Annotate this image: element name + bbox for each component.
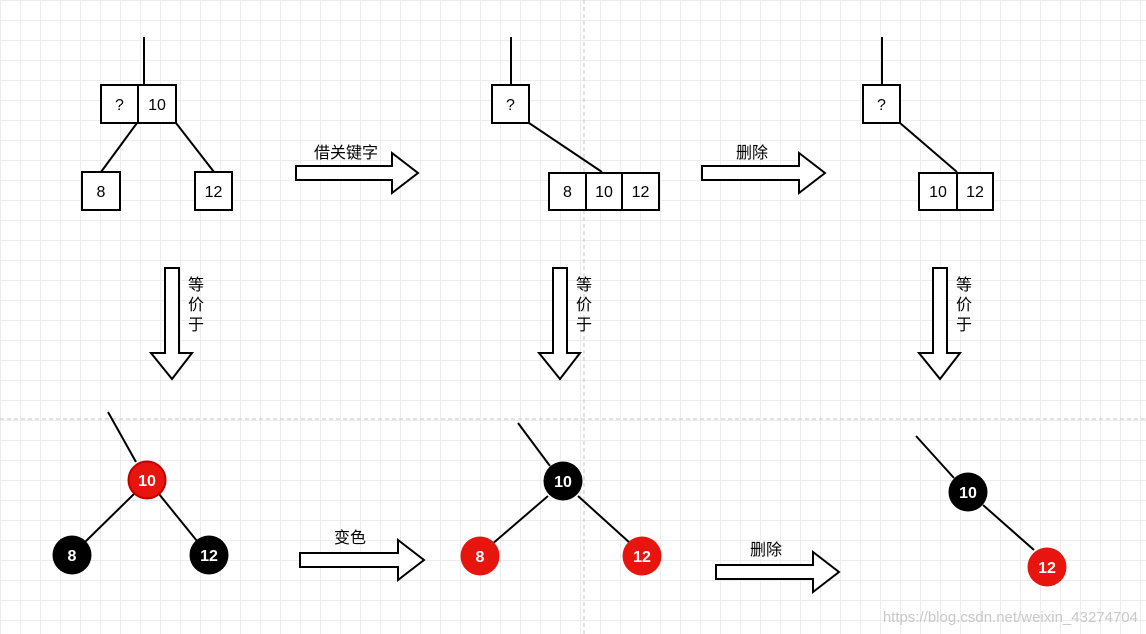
equiv-arrow-3: 等 价 于 xyxy=(916,267,972,381)
child-box-left xyxy=(81,171,121,211)
edge-child xyxy=(528,122,603,173)
child-right-text: 12 xyxy=(205,184,223,201)
right-node-red xyxy=(1027,547,1067,587)
arrow-label: 借关键字 xyxy=(314,143,378,162)
equiv-char-3: 于 xyxy=(576,315,592,334)
parent-edge xyxy=(107,411,137,463)
left-node-red xyxy=(460,536,500,576)
edge-right xyxy=(982,504,1035,551)
right-node-text: 12 xyxy=(633,549,651,566)
watermark-text: https://blog.csdn.net/weixin_43274704 xyxy=(883,609,1138,626)
right-node-red xyxy=(622,536,662,576)
key-left-text: ? xyxy=(115,97,124,114)
right-node-text: 12 xyxy=(200,548,218,565)
parent-edge xyxy=(915,435,955,479)
arrow-down-icon xyxy=(916,267,963,381)
arrow-label: 删除 xyxy=(750,540,782,559)
equiv-char-1: 等 xyxy=(188,275,204,294)
key-box xyxy=(491,84,530,124)
bottom-arrow-2: 删除 xyxy=(715,540,841,595)
key-box-right xyxy=(137,84,177,124)
root-node-black xyxy=(543,461,583,501)
key-box xyxy=(862,84,901,124)
left-node-text: 8 xyxy=(476,549,485,566)
equiv-arrow-1: 等 价 于 xyxy=(148,267,204,381)
root-node-black xyxy=(948,472,988,512)
bottom-tree-1: 10 8 12 xyxy=(52,411,229,575)
edge-right xyxy=(175,122,215,173)
arrow-label: 删除 xyxy=(736,143,768,162)
arrow-right-icon xyxy=(299,537,426,583)
bottom-arrow-1: 变色 xyxy=(299,528,426,583)
child-text-2: 10 xyxy=(595,184,613,201)
root-node-text: 10 xyxy=(554,474,572,491)
arrow-right-icon xyxy=(701,150,827,196)
arrow-down-icon xyxy=(148,267,195,381)
parent-edge xyxy=(517,422,551,467)
child-box-2 xyxy=(585,172,623,211)
edge-left xyxy=(490,495,549,546)
arrow-down-icon xyxy=(536,267,583,381)
edge-child xyxy=(899,122,958,173)
equiv-char-3: 于 xyxy=(956,315,972,334)
bottom-tree-2: 10 8 12 xyxy=(460,422,662,576)
top-stage-1: ? 10 8 12 xyxy=(81,37,233,211)
equiv-char-1: 等 xyxy=(956,275,972,294)
key-text: ? xyxy=(506,97,515,114)
root-node-red xyxy=(127,460,167,500)
child-box-2 xyxy=(956,172,994,211)
arrow-label: 变色 xyxy=(334,528,366,547)
bottom-tree-3: 10 12 xyxy=(915,435,1067,587)
equiv-char-3: 于 xyxy=(188,315,204,334)
child-left-text: 8 xyxy=(97,184,106,201)
equiv-char-1: 等 xyxy=(576,275,592,294)
top-arrow-1: 借关键字 xyxy=(295,143,420,196)
root-node-text: 10 xyxy=(138,473,156,490)
root-node-text: 10 xyxy=(959,485,977,502)
child-box-1 xyxy=(918,172,958,211)
child-text-1: 10 xyxy=(929,184,947,201)
child-box-3 xyxy=(621,172,660,211)
child-box-right xyxy=(194,171,233,211)
edge-right xyxy=(577,495,631,544)
top-arrow-2: 删除 xyxy=(701,143,827,196)
top-stage-3: ? 10 12 xyxy=(862,37,994,211)
right-node-text: 12 xyxy=(1038,560,1056,577)
left-node-text: 8 xyxy=(68,548,77,565)
equiv-char-2: 价 xyxy=(188,295,204,314)
equiv-arrow-2: 等 价 于 xyxy=(536,267,592,381)
key-right-text: 10 xyxy=(148,97,166,114)
equiv-char-2: 价 xyxy=(576,295,592,314)
edge-left xyxy=(100,122,138,173)
child-text-2: 12 xyxy=(966,184,984,201)
arrow-right-icon xyxy=(715,549,841,595)
top-stage-2: ? 8 10 12 xyxy=(491,37,660,211)
right-node-black xyxy=(189,535,229,575)
key-text: ? xyxy=(877,97,886,114)
child-text-1: 8 xyxy=(563,184,572,201)
arrow-right-icon xyxy=(295,150,420,196)
equiv-char-2: 价 xyxy=(956,295,972,314)
edge-left xyxy=(83,493,135,544)
child-text-3: 12 xyxy=(632,184,650,201)
left-node-black xyxy=(52,535,92,575)
edge-right xyxy=(158,493,198,542)
